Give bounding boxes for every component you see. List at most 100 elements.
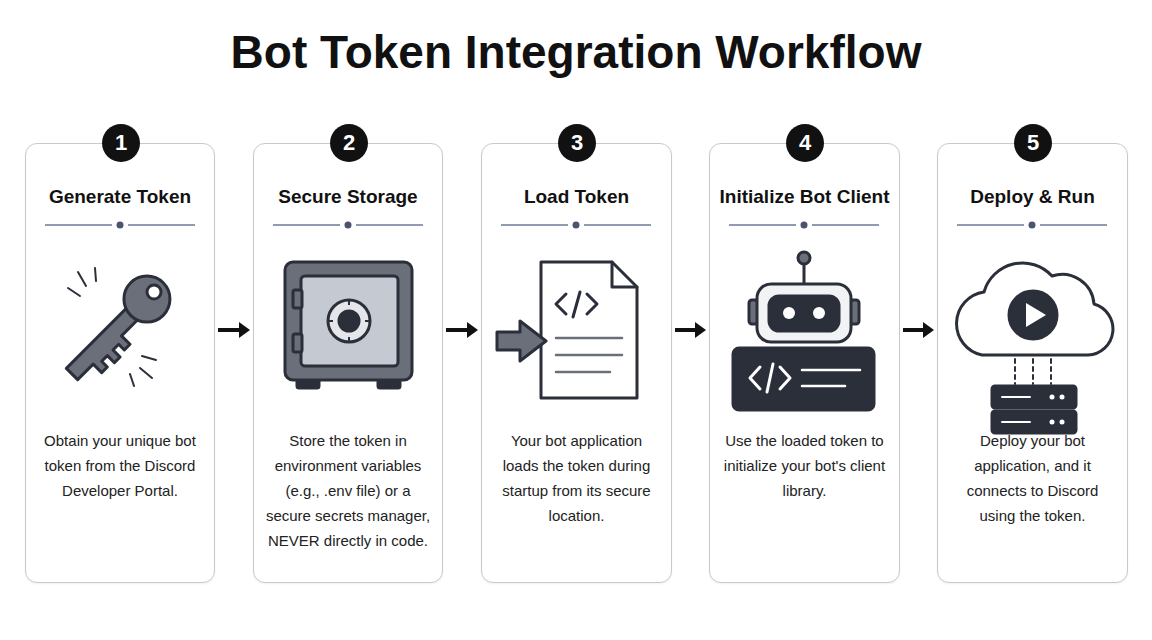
cloud-server-icon-part <box>992 386 1076 408</box>
robot-icon-part <box>803 264 806 284</box>
sparkle-part <box>68 288 80 296</box>
robot-icon-part <box>802 369 860 372</box>
safe-icon-part <box>293 334 302 352</box>
arrow-shaft <box>446 328 469 332</box>
step-number-circle: 5 <box>1014 124 1052 162</box>
flow-arrow <box>446 322 478 338</box>
document-icon-part <box>612 262 637 287</box>
cloud-server-icon-part <box>1026 303 1046 327</box>
divider <box>45 224 1107 226</box>
step-heading: Secure Storage <box>254 184 442 210</box>
step-number: 4 <box>786 124 824 162</box>
safe-icon-part <box>328 320 333 322</box>
key-icon-part <box>114 267 179 332</box>
step-card: Deploy & RunDeploy your bot application,… <box>937 143 1128 583</box>
safe-icon-part <box>285 262 412 380</box>
sparkle-part <box>78 272 86 286</box>
step-card: Load TokenYour bot application loads the… <box>481 143 672 583</box>
arrow-head <box>695 322 706 338</box>
key-icon <box>56 267 180 391</box>
flow-arrow <box>218 322 250 338</box>
key-icon-part <box>144 282 164 302</box>
document-icon-part <box>556 371 610 374</box>
diagram-title: Bot Token Integration Workflow <box>0 22 1152 82</box>
robot-icon-part <box>813 307 825 319</box>
robot-icon-part <box>750 367 760 389</box>
document-icon <box>497 262 637 398</box>
arrow-shaft <box>218 328 241 332</box>
robot-icon-part <box>749 300 758 324</box>
divider-dot-part <box>573 222 580 229</box>
step-heading: Load Token <box>482 184 671 210</box>
cloud-server-icon-part <box>1050 359 1052 384</box>
step-description: Deploy your bot application, and it conn… <box>948 428 1117 528</box>
document-icon-part <box>587 294 597 314</box>
robot-icon-part <box>769 296 839 331</box>
safe-icon <box>285 262 412 388</box>
safe-icon-part <box>378 378 400 388</box>
safe-icon-part <box>348 300 350 305</box>
safe-icon-part <box>348 337 350 342</box>
safe-icon-part <box>328 300 370 342</box>
arrow-head <box>467 322 478 338</box>
step-number-circle: 3 <box>558 124 596 162</box>
divider-part <box>273 224 340 226</box>
safe-icon-part <box>365 320 370 322</box>
robot-icon-part <box>733 348 874 410</box>
step-heading: Generate Token <box>26 184 214 210</box>
key-icon-part <box>66 306 149 389</box>
divider-part <box>1040 224 1107 226</box>
divider-dot-part <box>1029 222 1036 229</box>
divider-dot-part <box>801 222 808 229</box>
sparkle <box>68 268 156 386</box>
cloud-server-icon-part <box>1014 359 1016 384</box>
robot-icon-part <box>802 385 845 388</box>
sparkle-part <box>130 374 134 386</box>
cloud-server-icon-part <box>1009 291 1057 339</box>
step-description: Your bot application loads the token dur… <box>492 428 661 528</box>
cloud-server-icon-part <box>1050 395 1055 400</box>
step-number: 1 <box>102 124 140 162</box>
step-description: Obtain your unique bot token from the Di… <box>36 428 204 503</box>
step-description: Use the loaded token to initialize your … <box>720 428 889 503</box>
step-heading: Initialize Bot Client <box>710 184 899 210</box>
cloud-server-icon-part <box>992 411 1076 433</box>
safe-icon-part <box>339 311 359 331</box>
step-card: Secure StorageStore the token in environ… <box>253 143 443 583</box>
cloud-server-icon-part <box>1050 420 1055 425</box>
cloud-server-icon-part <box>1060 420 1065 425</box>
flow-arrow <box>675 322 706 338</box>
step-number-circle: 2 <box>330 124 368 162</box>
arrow-head <box>923 322 934 338</box>
robot-icon-part <box>798 252 810 264</box>
step-number-circle: 1 <box>102 124 140 162</box>
divider-part <box>729 224 796 226</box>
safe-icon-part <box>297 378 319 388</box>
divider-part <box>812 224 879 226</box>
cloud-server-icon-part <box>1002 421 1030 423</box>
document-icon-part <box>556 294 566 314</box>
robot-icon-part <box>780 367 790 389</box>
robot-icon-part <box>757 284 851 342</box>
safe-icon-part <box>301 276 398 366</box>
robot-icon <box>733 252 874 410</box>
robot-icon-part <box>767 364 773 392</box>
cloud-server-icon <box>957 263 1113 433</box>
divider-part <box>957 224 1024 226</box>
cloud-server-icon-part <box>1032 359 1034 384</box>
document-icon-part <box>497 321 546 361</box>
step-description: Store the token in environment variables… <box>264 428 432 553</box>
cloud-server-icon-part <box>957 263 1113 355</box>
robot-icon-part <box>783 307 795 319</box>
sparkle-part <box>142 356 156 360</box>
step-heading: Deploy & Run <box>938 184 1127 210</box>
arrow-head <box>239 322 250 338</box>
arrow-shaft <box>903 328 925 332</box>
safe-icon-part <box>293 290 302 308</box>
divider-part <box>584 224 651 226</box>
cloud-server-icon-part <box>1060 395 1065 400</box>
step-card: Generate TokenObtain your unique bot tok… <box>25 143 215 583</box>
